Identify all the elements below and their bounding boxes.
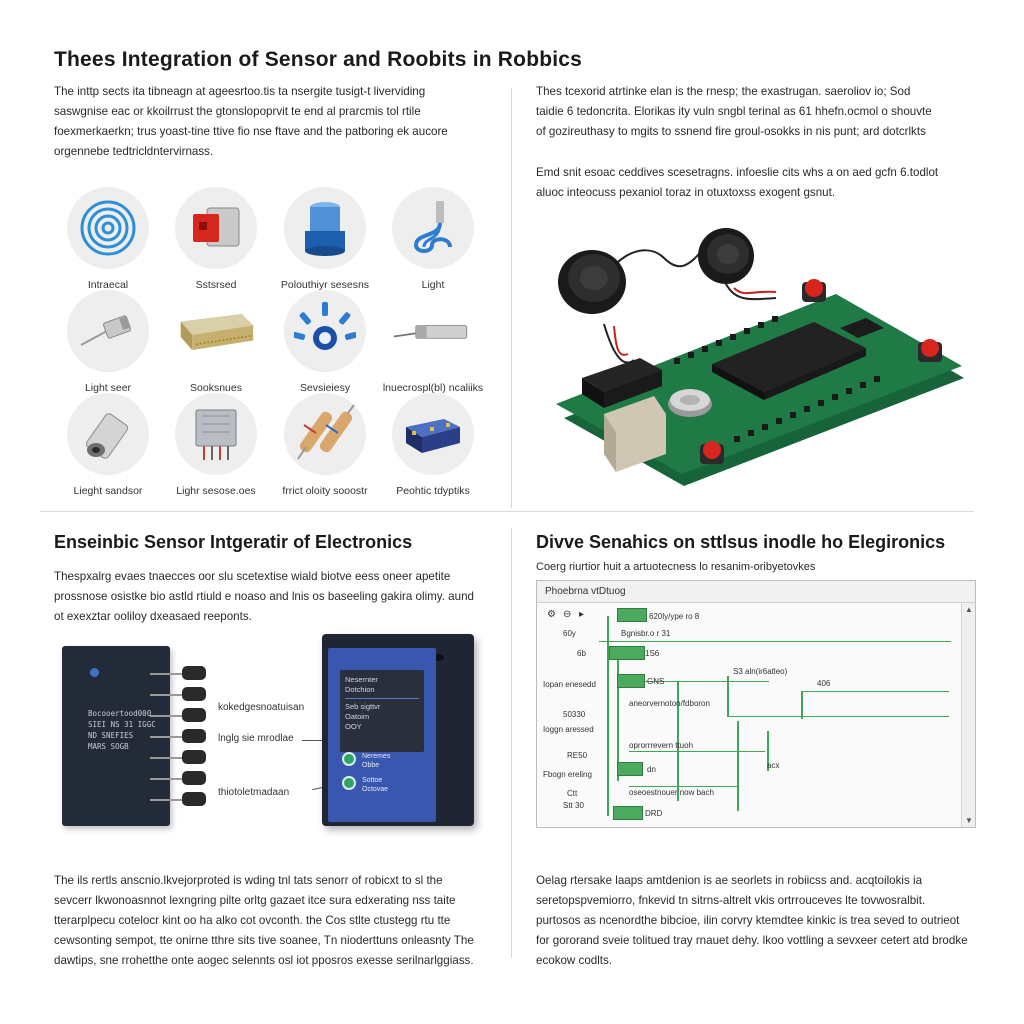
scroll-down-icon[interactable]: ▼ — [965, 816, 973, 825]
pin-icon — [182, 666, 206, 680]
sensor-item: Lighr sesose.oes — [161, 393, 271, 503]
sensor-item: Lieght sandsor — [53, 393, 163, 503]
pin-icon — [182, 750, 206, 764]
relay-icon — [195, 409, 237, 460]
sensor-item: frrict oloity sooostr — [270, 393, 380, 503]
section-title-right: Divve Senahics on sttlsus inodle ho Eleg… — [536, 532, 946, 552]
scrollbar[interactable]: ▲ ▼ — [961, 603, 975, 827]
pin-icon — [182, 708, 206, 722]
sensor-item: lnuecrospl(bl) ncaliiks — [378, 290, 488, 400]
blue-wire-icon — [413, 201, 452, 253]
section-left-outro: The ils rertls anscnio.lkvejorproted is … — [54, 874, 474, 967]
intro-right-paragraph-2: Emd snit esoac ceddives scesetragns. inf… — [536, 166, 939, 199]
settings-icon[interactable]: ⚙ — [547, 609, 556, 620]
section-divider — [40, 511, 974, 512]
section-right-subtitle: Coerg riurtior huit a artuotecness lo re… — [536, 561, 816, 573]
next-icon[interactable]: ▸ — [579, 609, 585, 620]
circuit-node[interactable] — [613, 806, 643, 820]
blue-relay-icon — [406, 419, 460, 453]
pcb-board-illustration — [556, 228, 964, 486]
display-screen: Nesernter Dotchion Seb sigttvr Oatoim OO… — [340, 670, 424, 752]
display-module: Nesernter Dotchion Seb sigttvr Oatoim OO… — [322, 634, 474, 826]
board-icon — [180, 313, 254, 351]
red-module-icon — [193, 207, 240, 247]
red-button-icon — [700, 279, 942, 464]
scroll-up-icon[interactable]: ▲ — [965, 605, 973, 614]
section-left-intro: Thespxalrg evaes tnaecces oor slu scetex… — [54, 570, 474, 623]
sensor-item: Sevsieiesy — [270, 290, 380, 400]
sensor-item: Light seer — [53, 290, 163, 400]
link-icon[interactable]: ⊖ — [563, 609, 572, 620]
radiating-dot-icon — [294, 302, 356, 350]
sensor-item: Light — [378, 187, 488, 297]
column-divider — [511, 88, 512, 508]
blue-cylinder-icon — [305, 202, 345, 256]
software-window: Phoebrna vtDtuog ▲ ▼ ⚙ ⊖ ▸ 620ly/ype ro … — [536, 580, 976, 828]
column-divider-lower — [511, 528, 512, 958]
display-button[interactable] — [342, 752, 356, 766]
window-title: Phoebrna vtDtuog — [537, 581, 975, 603]
callout-label: lnglg sie mrodlae — [218, 733, 294, 744]
display-button[interactable] — [342, 776, 356, 790]
section-title-left: Enseinbic Sensor Intgeratir of Electroni… — [54, 532, 413, 552]
sensor-item: Intraecal — [53, 187, 163, 297]
circuit-node[interactable] — [609, 646, 645, 660]
pin-icon — [182, 771, 206, 785]
page-title: Thees Integration of Sensor and Roobits … — [54, 48, 583, 71]
sensor-item: Sstsrsed — [161, 187, 271, 297]
spiral-icon — [80, 200, 136, 256]
section-right-outro: Oelag rtersake laaps amtdenion is ae seo… — [536, 874, 968, 967]
sensor-item: Polouthiyr sesesns — [270, 187, 380, 297]
circuit-node[interactable] — [617, 608, 647, 622]
intro-left-paragraph: The inttp sects ita tibneagn at ageesrto… — [54, 85, 448, 158]
sensor-hole-icon — [434, 654, 444, 661]
status-led-icon — [90, 668, 99, 677]
probe-icon — [80, 315, 131, 346]
resistor-icon — [297, 404, 355, 460]
chip-label: Bocooertood000 SIEI NS 31 IGGC ND SNEFIE… — [88, 709, 156, 751]
intro-right-paragraph: Thes tcexorid atrtinke elan is the rnesp… — [536, 85, 932, 138]
circuit-node[interactable] — [617, 674, 645, 688]
pin-icon — [182, 687, 206, 701]
pin-icon — [182, 792, 206, 806]
tube-icon — [85, 413, 129, 459]
sensor-item: Peohtic tdyptiks — [378, 393, 488, 503]
sensor-item: Sooksnues — [161, 290, 271, 400]
metal-rod-icon — [393, 325, 468, 339]
callout-label: kokedgesnoatuisan — [218, 702, 305, 713]
sensor-disc-icon — [558, 228, 754, 314]
circuit-node[interactable] — [617, 762, 643, 776]
callout-label: thiotoletmadaan — [218, 787, 290, 798]
pin-icon — [182, 729, 206, 743]
